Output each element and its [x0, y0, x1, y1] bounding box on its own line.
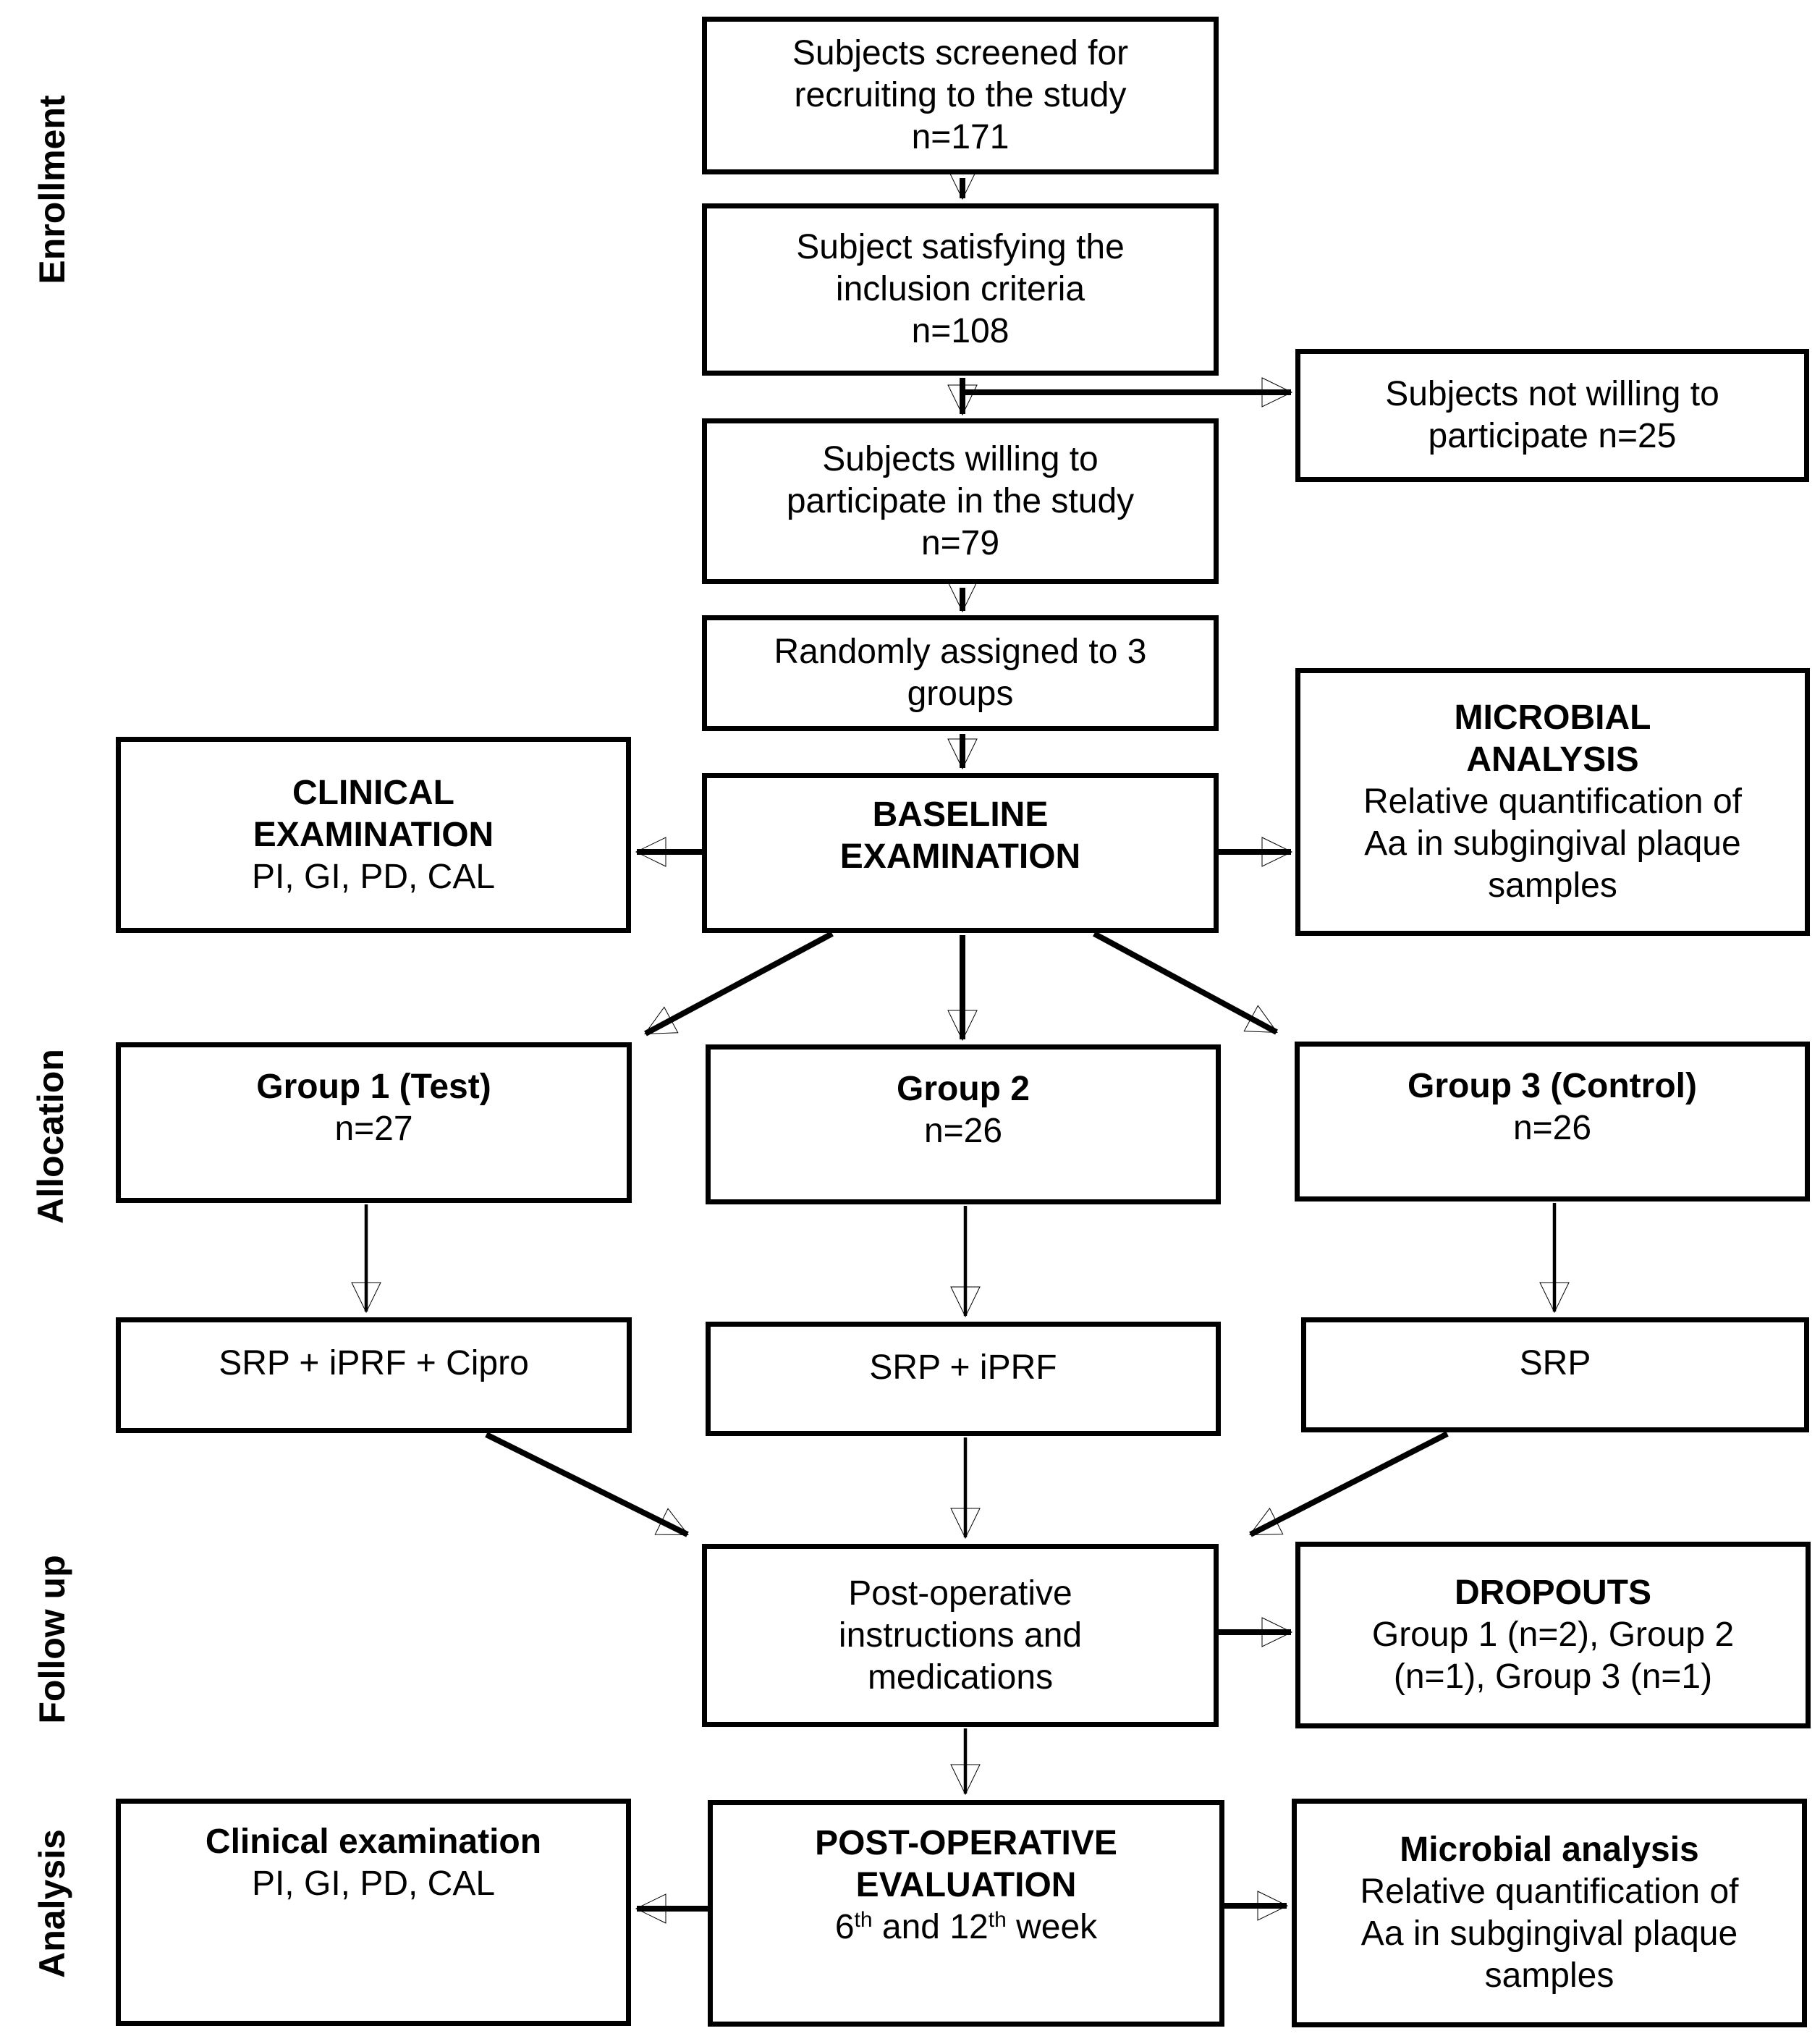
week-superscript: th — [988, 1908, 1007, 1932]
week-part: week — [1006, 1908, 1098, 1946]
group-title: Group 1 (Test) — [256, 1068, 491, 1106]
box-dropouts: DROPOUTS Group 1 (n=2), Group 2 (n=1), G… — [1295, 1542, 1811, 1728]
box-line: Group 1 (n=2), Group 2 — [1371, 1616, 1735, 1654]
box-title-line: EVALUATION — [855, 1866, 1077, 1904]
box-title-line: Microbial analysis — [1400, 1830, 1699, 1869]
box-group2: Group 2 n=26 — [706, 1044, 1221, 1204]
box-microbial-analysis-baseline: MICROBIAL ANALYSIS Relative quantificati… — [1295, 668, 1810, 936]
box-line: Randomly assigned to 3 — [774, 633, 1147, 671]
box-line: n=108 — [911, 312, 1010, 350]
box-line: participate n=25 — [1428, 417, 1677, 455]
week-part: 6 — [834, 1908, 855, 1946]
box-title-line: Clinical examination — [205, 1823, 542, 1861]
box-line: Subjects not willing to — [1385, 375, 1719, 413]
box-treatment3: SRP — [1301, 1317, 1809, 1432]
box-clinical-exam-final: Clinical examination PI, GI, PD, CAL — [116, 1799, 631, 2026]
box-line: n=171 — [911, 118, 1010, 156]
box-line: samples — [1484, 1956, 1614, 1995]
box-line: Relative quantification of — [1363, 782, 1742, 821]
box-willing: Subjects willing to participate in the s… — [702, 418, 1219, 584]
box-postop-instructions: Post-operative instructions and medicati… — [702, 1544, 1219, 1727]
box-title-line: POST-OPERATIVE — [815, 1824, 1117, 1862]
treatment-label: SRP + iPRF — [869, 1348, 1057, 1387]
box-group1: Group 1 (Test) n=27 — [116, 1042, 632, 1203]
phase-label-analysis: Analysis — [32, 1829, 72, 1978]
group-n: n=26 — [923, 1112, 1003, 1150]
box-treatment2: SRP + iPRF — [706, 1322, 1221, 1436]
arrow-treatment3-to-postop — [1249, 1431, 1449, 1537]
box-title-line: EXAMINATION — [839, 837, 1081, 876]
group-n: n=26 — [1512, 1109, 1592, 1147]
box-microbial-analysis-final: Microbial analysis Relative quantificati… — [1292, 1799, 1807, 2027]
box-line: instructions and — [838, 1616, 1083, 1655]
phase-label-follow-up: Follow up — [32, 1555, 72, 1724]
box-title-line: CLINICAL — [292, 773, 454, 812]
box-line: PI, GI, PD, CAL — [251, 857, 496, 896]
box-clinical-exam-baseline: CLINICAL EXAMINATION PI, GI, PD, CAL — [116, 737, 631, 933]
box-line: PI, GI, PD, CAL — [251, 1864, 496, 1903]
group-title: Group 3 (Control) — [1408, 1067, 1697, 1105]
week-part: and 12 — [872, 1908, 989, 1946]
box-not-willing: Subjects not willing to participate n=25 — [1295, 349, 1809, 482]
box-title-line: DROPOUTS — [1454, 1574, 1651, 1612]
box-line: n=79 — [920, 523, 1000, 562]
arrow-baseline-to-group1 — [644, 931, 834, 1036]
box-line: medications — [867, 1657, 1054, 1697]
treatment-label: SRP + iPRF + Cipro — [219, 1344, 529, 1382]
box-treatment1: SRP + iPRF + Cipro — [116, 1317, 632, 1433]
box-title-line: EXAMINATION — [253, 815, 494, 854]
box-line: Subject satisfying the — [796, 228, 1125, 266]
box-title-line: ANALYSIS — [1466, 740, 1639, 779]
box-postop-evaluation: POST-OPERATIVE EVALUATION 6th and 12th w… — [708, 1800, 1224, 2027]
box-line: inclusion criteria — [835, 270, 1085, 308]
week-superscript: th — [854, 1908, 873, 1932]
box-line: Subjects willing to — [822, 439, 1099, 478]
arrow-treatment1-to-postop — [485, 1432, 689, 1537]
box-line: Aa in subgingival plaque — [1364, 824, 1741, 863]
treatment-label: SRP — [1519, 1344, 1591, 1382]
box-inclusion-criteria: Subject satisfying the inclusion criteri… — [702, 203, 1219, 376]
box-subjects-screened: Subjects screened for recruiting to the … — [702, 17, 1219, 174]
box-line: samples — [1488, 866, 1617, 905]
box-title-line: BASELINE — [872, 795, 1049, 834]
box-line: Post-operative — [848, 1574, 1072, 1613]
week-line: 6th and 12th week — [835, 1906, 1097, 1948]
box-line: recruiting to the study — [794, 76, 1127, 114]
box-line: groups — [907, 675, 1014, 713]
box-title-line: MICROBIAL — [1454, 698, 1651, 737]
phase-label-enrollment: Enrollment — [32, 95, 72, 284]
box-randomized: Randomly assigned to 3 groups — [702, 615, 1219, 731]
box-line: (n=1), Group 3 (n=1) — [1393, 1657, 1713, 1696]
box-baseline-examination: BASELINE EXAMINATION — [702, 773, 1219, 933]
box-line: Relative quantification of — [1360, 1872, 1739, 1911]
box-group3: Group 3 (Control) n=26 — [1295, 1042, 1810, 1202]
arrow-baseline-to-group3 — [1093, 931, 1278, 1035]
box-line: Subjects screened for — [792, 34, 1129, 72]
box-line: participate in the study — [786, 481, 1135, 520]
group-title: Group 2 — [896, 1070, 1030, 1108]
group-n: n=27 — [334, 1110, 413, 1148]
phase-label-allocation: Allocation — [30, 1049, 71, 1224]
box-line: Aa in subgingival plaque — [1360, 1914, 1738, 1953]
